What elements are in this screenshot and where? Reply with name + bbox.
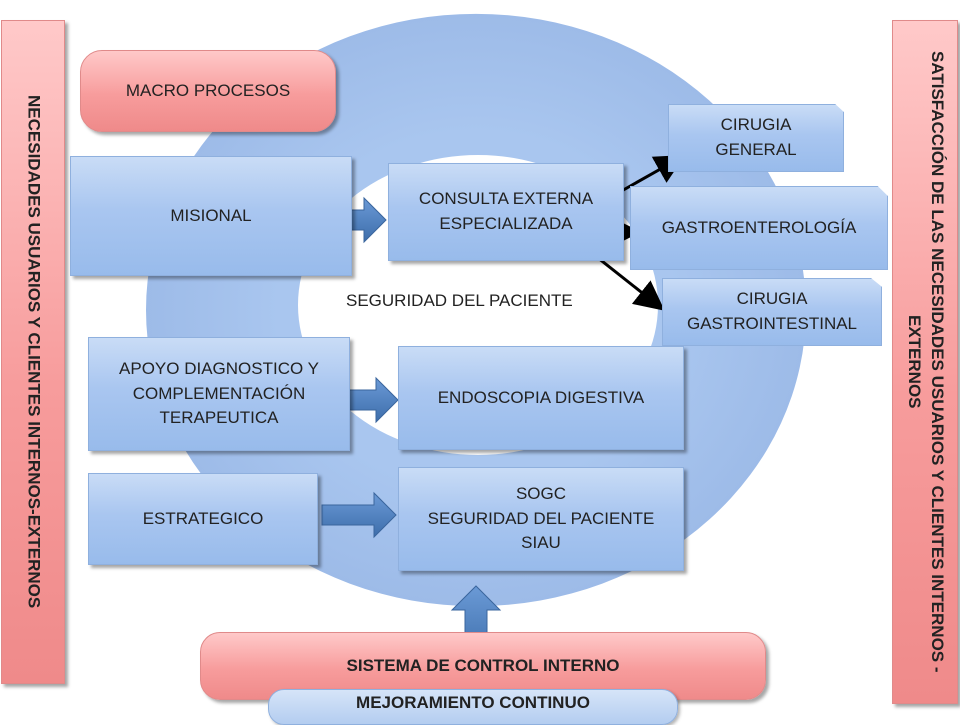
endoscopia-label: ENDOSCOPIA DIGESTIVA [437, 387, 645, 407]
sogc-line-1: SOGC [515, 484, 567, 504]
misional-label: MISIONAL [170, 205, 252, 225]
gastro-label: GASTROENTEROLOGÍA [661, 217, 857, 237]
estrategico-label: ESTRATEGICO [142, 508, 264, 528]
consulta-box: CONSULTA EXTERNA ESPECIALIZADA [388, 163, 624, 261]
sogc-box: SOGC SEGURIDAD DEL PACIENTE SIAU [398, 467, 684, 571]
gastro-box: GASTROENTEROLOGÍA [630, 186, 888, 270]
seguridad-label: SEGURIDAD DEL PACIENTE [346, 291, 573, 310]
right-banner-text: SATISFACCIÓN DE LAS NECESIDADES USUARIOS… [905, 51, 947, 673]
apoyo-box: APOYO DIAGNOSTICO Y COMPLEMENTACIÓN TERA… [88, 337, 350, 451]
mejoramiento-label: MEJORAMIENTO CONTINUO [356, 693, 590, 712]
sogc-line-2: SEGURIDAD DEL PACIENTE [427, 508, 655, 528]
macro-procesos-box: MACRO PROCESOS [80, 50, 336, 132]
cirugia-gastro-box: CIRUGIA GASTROINTESTINAL [662, 278, 882, 346]
estrategico-box: ESTRATEGICO [88, 473, 318, 565]
macro-procesos-label: MACRO PROCESOS [125, 81, 291, 100]
left-banner-text: NECESIDADES USUARIOS Y CLIENTES INTERNOS… [24, 95, 44, 609]
arrow-estrategico-icon [321, 491, 397, 539]
consulta-label: CONSULTA EXTERNA ESPECIALIZADA [418, 189, 594, 233]
right-banner: SATISFACCIÓN DE LAS NECESIDADES USUARIOS… [892, 20, 958, 704]
control-interno-box: SISTEMA DE CONTROL INTERNO [200, 632, 766, 700]
control-interno-label: SISTEMA DE CONTROL INTERNO [346, 656, 620, 675]
sogc-line-3: SIAU [521, 533, 561, 553]
cirugia-general-box: CIRUGIA GENERAL [668, 104, 844, 172]
left-banner: NECESIDADES USUARIOS Y CLIENTES INTERNOS… [1, 20, 65, 684]
cirugia-gastro-label: CIRUGIA GASTROINTESTINAL [686, 289, 858, 333]
misional-box: MISIONAL [70, 156, 352, 276]
cirugia-general-label: CIRUGIA GENERAL [715, 115, 797, 159]
apoyo-label: APOYO DIAGNOSTICO Y COMPLEMENTACIÓN TERA… [119, 359, 319, 428]
endoscopia-box: ENDOSCOPIA DIGESTIVA [398, 346, 684, 450]
